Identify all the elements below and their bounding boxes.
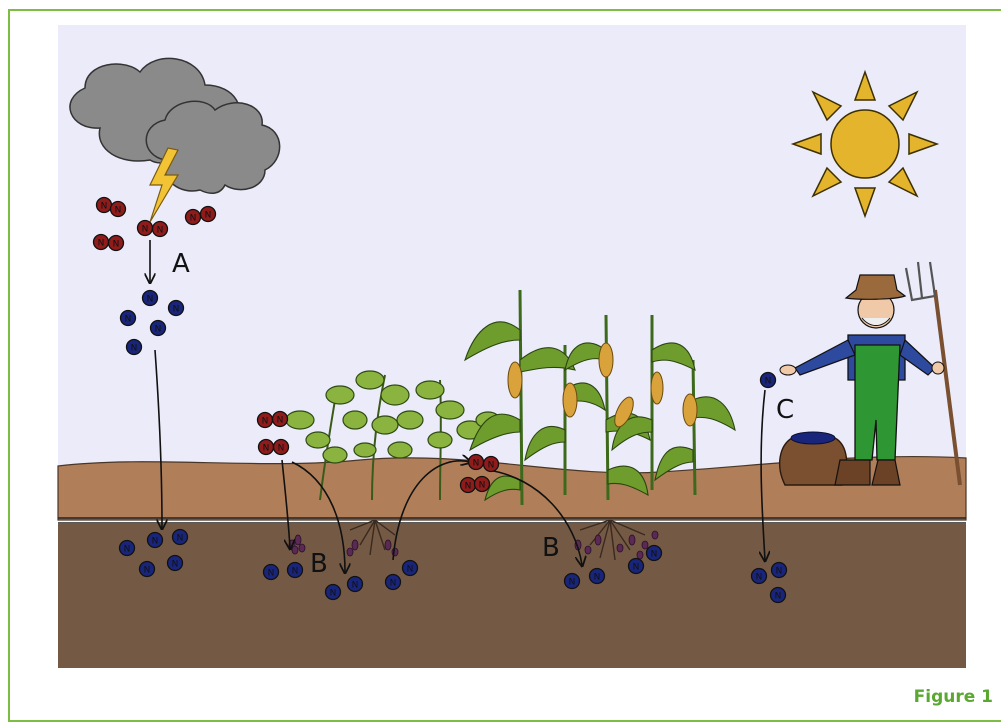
figure-caption: Figure 1: [914, 687, 993, 707]
sun-icon: [793, 72, 937, 216]
label-b-soybean: B: [310, 549, 328, 579]
label-a: A: [172, 249, 190, 279]
label-b-corn: B: [542, 533, 560, 563]
label-c: C: [776, 395, 794, 425]
subsoil: [58, 523, 966, 668]
